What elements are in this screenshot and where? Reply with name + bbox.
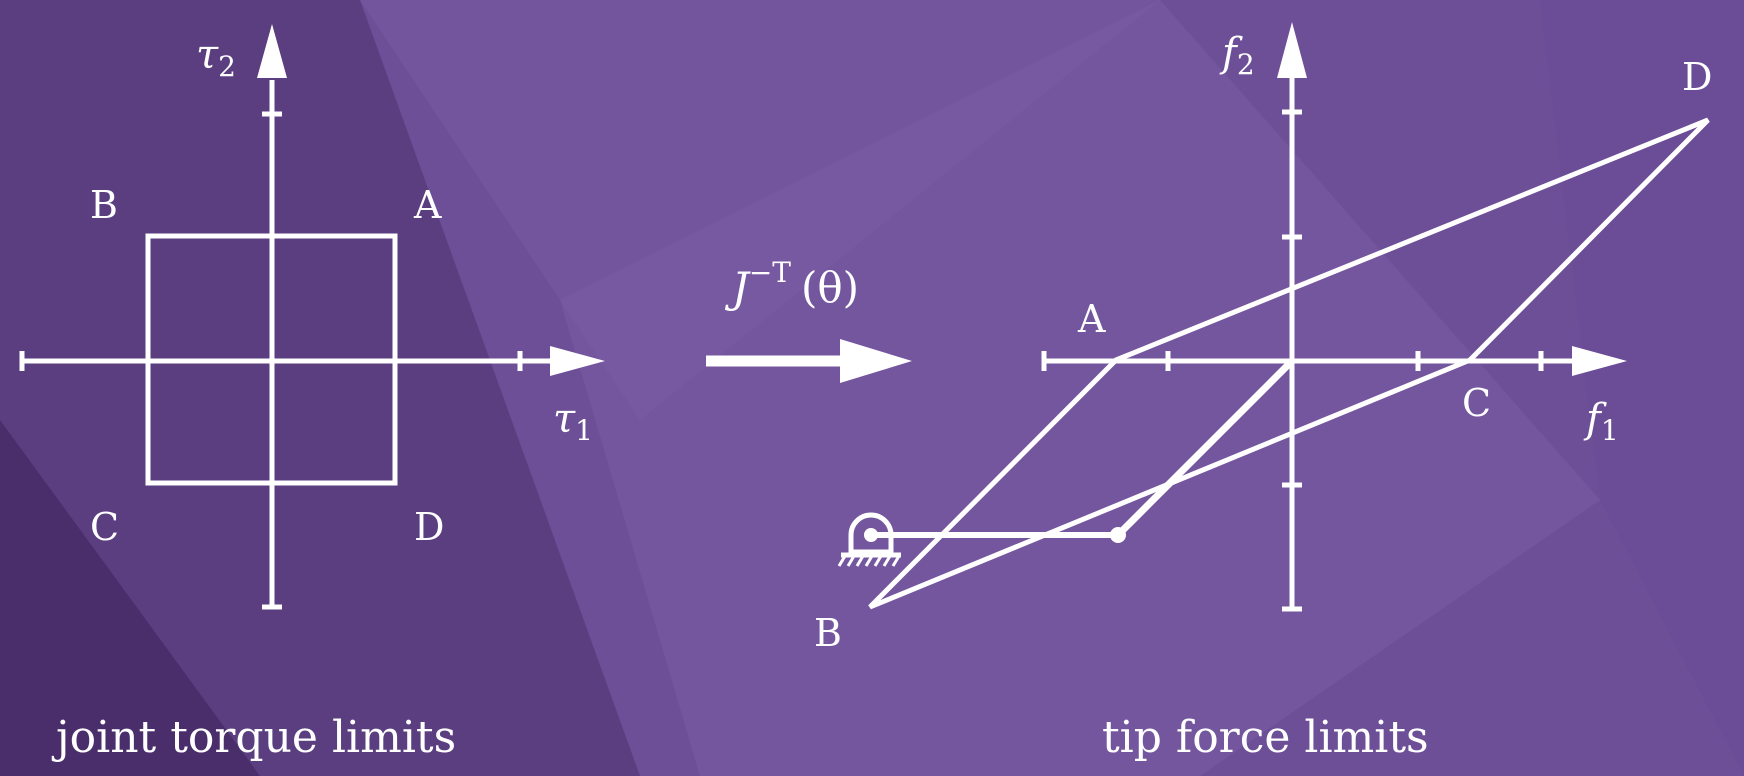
center-light-facet <box>560 0 1600 776</box>
joint-torque-caption: joint torque limits <box>51 712 456 763</box>
tip-force-panel: f2 f1 A B C D tip force limits <box>814 22 1712 763</box>
tau1-label: τ1 <box>553 396 593 447</box>
base-pivot-icon <box>837 512 901 567</box>
force-corner-label-D: D <box>1682 55 1712 99</box>
f1-arrowhead <box>1572 346 1627 376</box>
force-corner-label-B: B <box>814 611 842 655</box>
corner-label-C: C <box>90 505 119 549</box>
tau2-label: τ2 <box>196 32 236 83</box>
joint-torque-panel: τ2 τ1 B A C D joint torque limits <box>19 24 605 763</box>
force-corner-label-C: C <box>1462 381 1491 425</box>
left-panel-shade <box>0 0 640 776</box>
corner-label-A: A <box>413 183 442 227</box>
torque-limit-square <box>145 233 398 486</box>
right-facet <box>1540 0 1744 776</box>
f1-label: f1 <box>1583 396 1619 447</box>
left-dark-facet <box>0 420 260 776</box>
corner-label-D: D <box>414 505 444 549</box>
f2-arrowhead <box>1277 22 1307 78</box>
tip-force-caption: tip force limits <box>1102 712 1429 763</box>
mapping-arrowhead <box>840 339 912 383</box>
arm-elbow-joint <box>1110 527 1126 543</box>
tau1-arrowhead <box>550 346 605 376</box>
force-limit-parallelogram <box>868 117 1710 610</box>
tau2-arrowhead <box>257 24 287 78</box>
force-corner-label-A: A <box>1077 297 1106 341</box>
arm-link-2 <box>1115 358 1295 538</box>
corner-label-B: B <box>90 183 118 227</box>
